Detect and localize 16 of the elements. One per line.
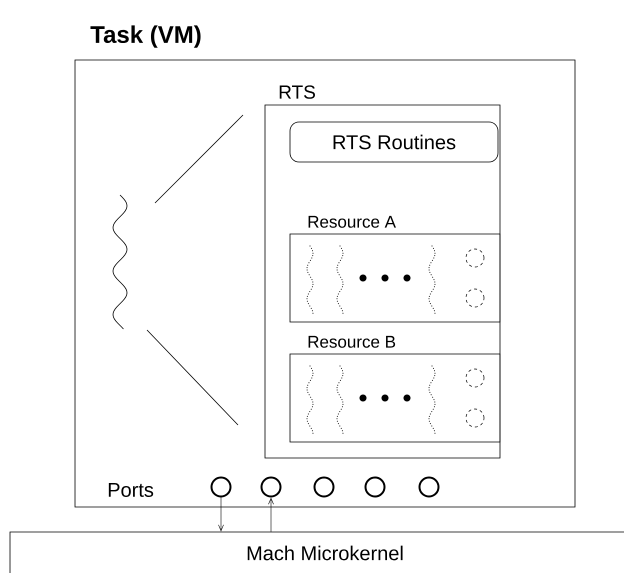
port-label: Ports <box>108 483 154 497</box>
microkernel-box: Mach Microkernel <box>10 532 624 573</box>
resource-box: Resource A <box>290 216 500 322</box>
node-label: Resource A <box>308 216 396 228</box>
port-circle <box>418 476 440 498</box>
port-circle <box>314 476 334 498</box>
resource-box: Resource B <box>290 336 500 442</box>
port-circle <box>210 476 232 498</box>
node-label: RTS <box>280 85 315 99</box>
node-label: Task (VM) <box>90 25 201 48</box>
arrow <box>218 497 224 532</box>
port-circle <box>260 476 282 498</box>
node-label: Resource B <box>308 336 396 348</box>
routines-box: RTS Routines <box>290 122 498 162</box>
port-circle <box>364 476 386 498</box>
arrow <box>268 498 274 532</box>
